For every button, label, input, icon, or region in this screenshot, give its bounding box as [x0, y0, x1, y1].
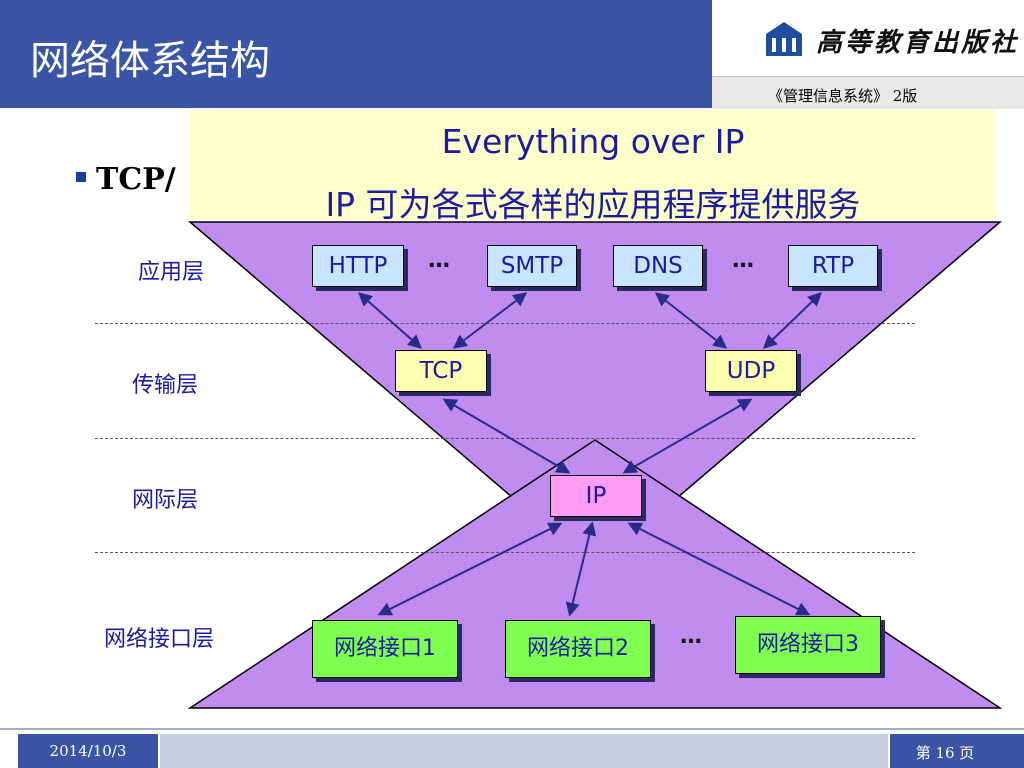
ellipsis: … [732, 248, 754, 273]
bullet-marker [76, 172, 86, 182]
course-title-area [712, 77, 1024, 109]
arrow-tcp-ip [442, 398, 571, 474]
footer-divider [0, 728, 1024, 730]
network-interface-box-3: 网络接口3 [735, 616, 881, 674]
network-interface-box-2: 网络接口2 [505, 620, 651, 678]
bullet-text: TCP/ [96, 162, 176, 197]
arrow-smtp-tcp [452, 292, 528, 349]
slide-title: 网络体系结构 [30, 38, 270, 84]
layer-label-internet: 网际层 [132, 488, 199, 513]
footer-page-area [890, 734, 1024, 768]
network-interface-box-1: 网络接口1 [312, 620, 458, 678]
protocol-box-smtp: SMTP [487, 245, 577, 287]
ellipsis: … [680, 624, 702, 649]
arrow-udp-ip [622, 398, 753, 474]
title-bar [0, 0, 712, 108]
arrow-http-tcp [357, 292, 423, 349]
protocol-box-rtp: RTP [788, 245, 878, 287]
course-title: 《管理信息系统》 2版 [768, 87, 918, 105]
publisher-emblem-icon [766, 22, 802, 56]
protocol-box-dns: DNS [613, 245, 703, 287]
footer-band [160, 734, 888, 768]
arrow-ip-if3 [627, 522, 811, 616]
callout-box [190, 110, 996, 220]
protocol-box-http: HTTP [312, 245, 404, 287]
footer-date: 2014/10/3 [49, 742, 127, 760]
protocol-box-tcp: TCP [395, 350, 487, 392]
page-number: 第 16 页 [915, 744, 975, 762]
publisher-name: 高等教育出版社 [816, 28, 1020, 58]
arrow-ip-if1 [377, 522, 563, 616]
protocol-box-udp: UDP [705, 350, 797, 392]
footer-date-area [18, 734, 158, 768]
publisher-logo-area [712, 0, 1024, 78]
layer-label-network-interface: 网络接口层 [104, 627, 215, 652]
callout-text: IP 可为各式各样的应用程序提供服务 [325, 185, 861, 224]
layer-label-application: 应用层 [138, 260, 205, 285]
arrow-dns-udp [654, 292, 728, 349]
ellipsis: … [428, 248, 450, 273]
layer-label-transport: 传输层 [132, 373, 199, 398]
protocol-box-ip: IP [550, 475, 642, 517]
arrow-rtp-udp [762, 292, 823, 349]
callout-heading: Everything over IP [441, 122, 745, 161]
arrow-ip-if2 [565, 521, 597, 617]
